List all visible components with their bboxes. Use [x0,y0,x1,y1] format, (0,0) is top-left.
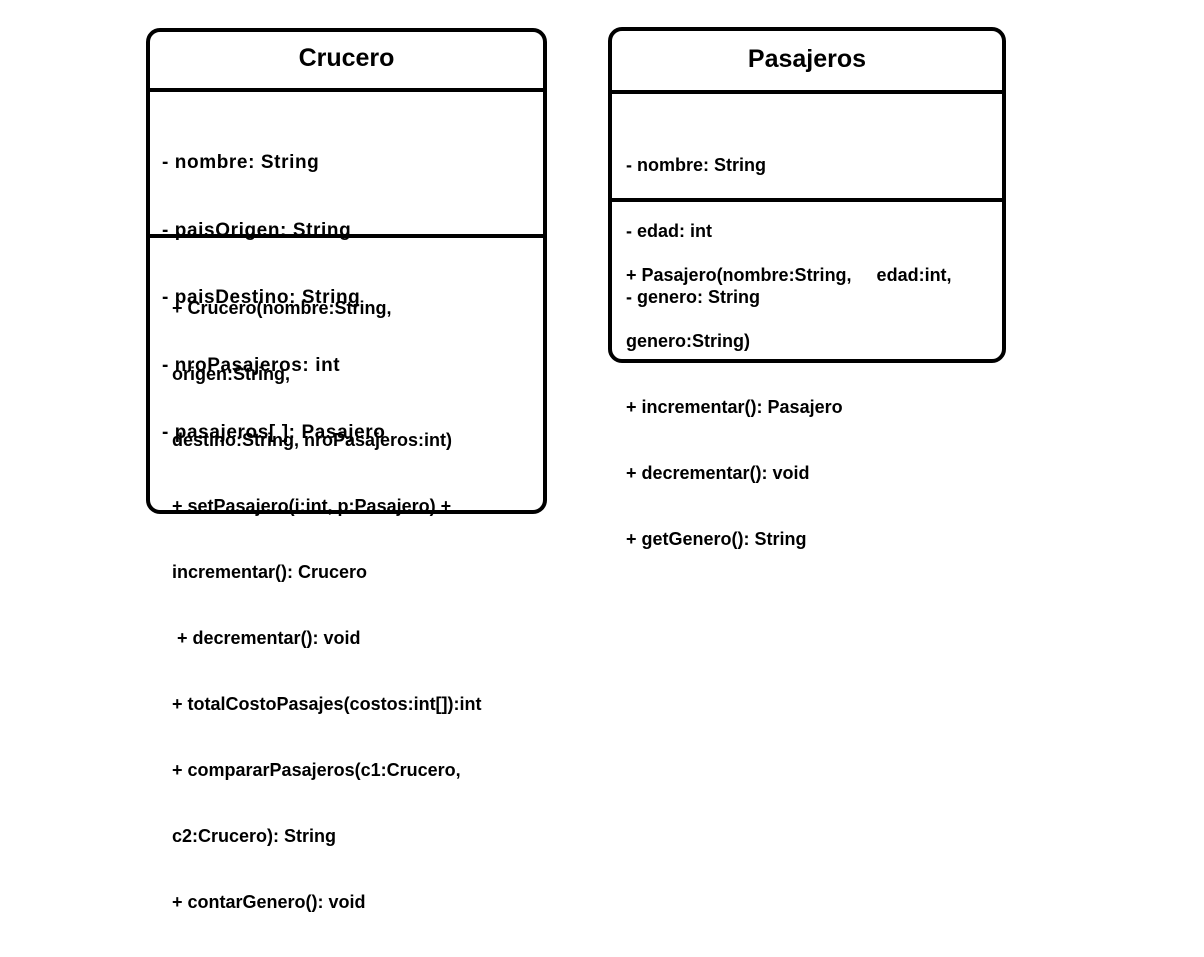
method: genero:String) [626,331,750,351]
method: origen:String, [172,364,290,384]
attribute: - pasajeros[ ]: Pasajero [162,422,386,443]
attribute: - paisDestino: String [162,287,361,308]
attribute: - paisOrigen: String [162,219,352,241]
attribute: - edad: int [626,221,712,241]
method: + decrementar(): void [626,463,810,483]
compartment-divider [150,88,543,92]
attribute: - nroPasajeros: int [162,354,341,376]
method: c2:Crucero): String [172,826,337,846]
method: + Pasajero(nombre:String, edad:int, [626,265,952,285]
method: incrementar(): Crucero [172,562,368,582]
methods-compartment: + Crucero(nombre:String, origen:String, … [172,253,482,957]
class-name: Crucero [298,44,395,72]
compartment-divider [612,198,1002,202]
class-box-crucero: Crucero - nombre: String - paisOrigen: S… [146,28,547,912]
class-box-pasajeros: Pasajeros - nombre: String - edad: int -… [608,27,1006,549]
method: + contarGenero(): void [172,892,366,912]
compartment-divider [150,234,543,238]
method: + totalCostoPasajes(costos:int[]):int [172,694,482,714]
method: + setPasajero(i:int, p:Pasajero) + [172,496,452,516]
compartment-divider [612,90,1002,94]
attributes-compartment: - nombre: String - edad: int - genero: S… [626,110,766,352]
method: + Crucero(nombre:String, [172,298,392,318]
attribute: - nombre: String [626,155,766,175]
method: + getGenero(): String [626,529,807,549]
method: + compararPasajeros(c1:Crucero, [172,760,461,780]
attribute: - genero: String [626,287,760,307]
class-name: Pasajeros [747,45,867,73]
attribute: - nombre: String [162,152,320,173]
method: + decrementar(): void [172,628,361,648]
method: + incrementar(): Pasajero [626,397,843,417]
method: destino:String, nroPasajeros:int) [172,430,453,450]
